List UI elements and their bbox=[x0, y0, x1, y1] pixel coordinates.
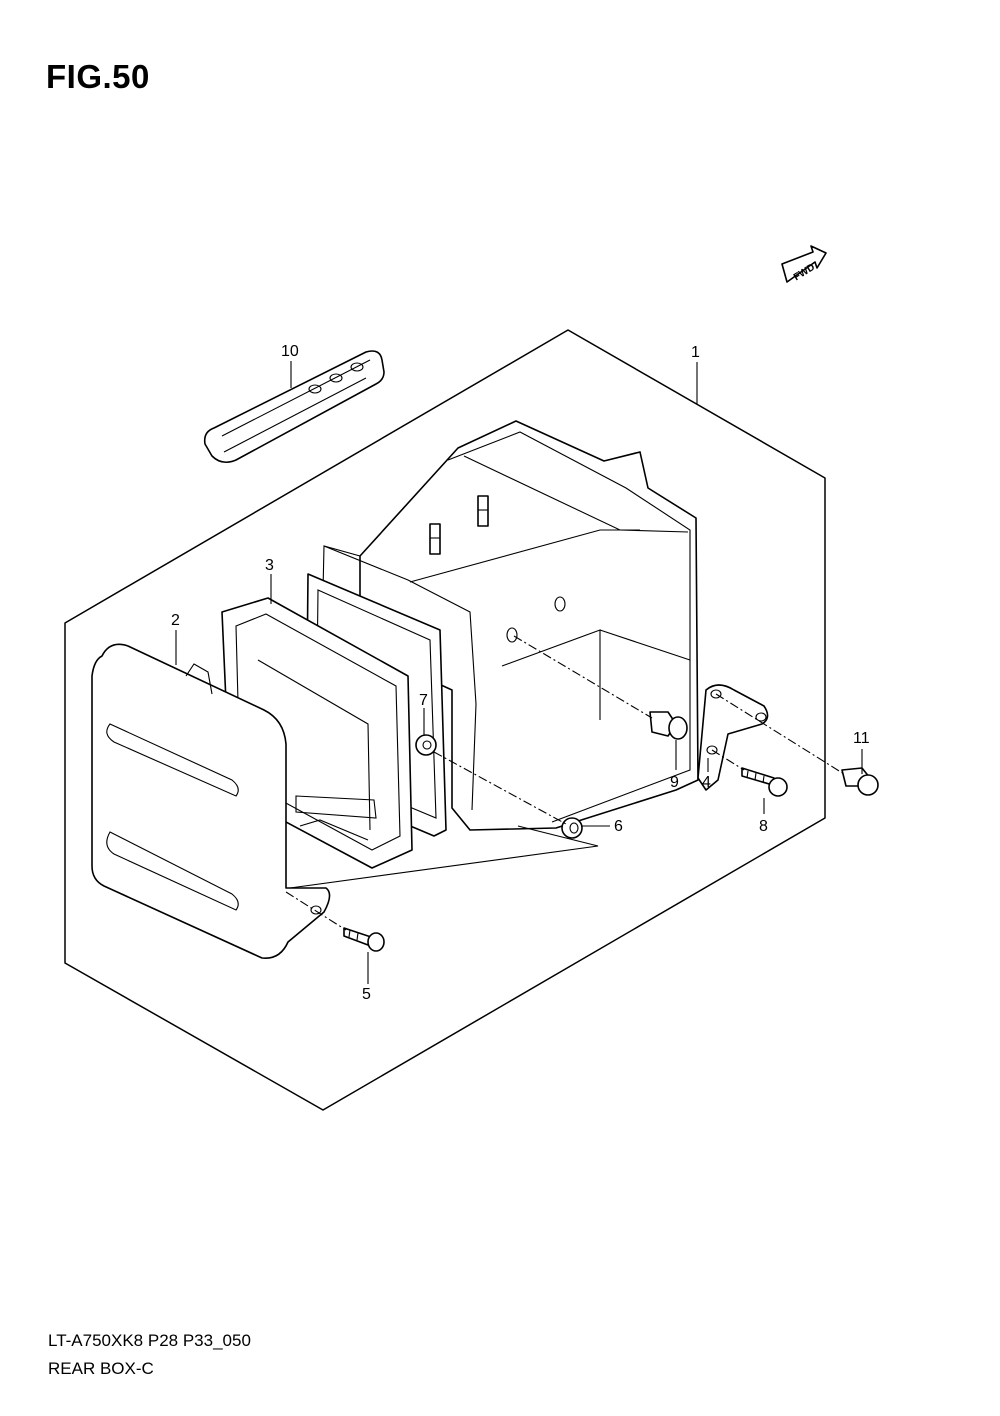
assembly-line-bolt bbox=[715, 693, 845, 775]
screw-part-8 bbox=[741, 767, 788, 797]
assembly-line-screw-5 bbox=[285, 891, 347, 931]
fwd-arrow-icon: FWD bbox=[781, 245, 827, 283]
bolt-part bbox=[841, 767, 879, 796]
nut-part bbox=[415, 734, 437, 756]
assembly-boundary bbox=[64, 329, 826, 1111]
callout-4: 4 bbox=[702, 774, 711, 791]
assembly-line-screw-8 bbox=[711, 749, 745, 771]
callout-8: 8 bbox=[759, 818, 768, 835]
strap-part bbox=[203, 350, 385, 464]
callout-3: 3 bbox=[265, 557, 274, 574]
figure-title: FIG.50 bbox=[46, 58, 150, 95]
callout-6: 6 bbox=[614, 818, 623, 835]
callout-2: 2 bbox=[171, 612, 180, 629]
bushing-part bbox=[649, 711, 688, 740]
bracket-part bbox=[697, 684, 769, 791]
callout-11: 11 bbox=[853, 730, 870, 747]
lid-part bbox=[91, 643, 331, 959]
grommet-part bbox=[561, 817, 583, 839]
leader-grommet-spread bbox=[289, 825, 599, 889]
callout-10: 10 bbox=[281, 343, 299, 360]
assembly-name: REAR BOX-C bbox=[48, 1359, 154, 1378]
callout-1: 1 bbox=[691, 344, 700, 361]
assembly-line-nut bbox=[433, 751, 567, 825]
callout-7: 7 bbox=[419, 692, 428, 709]
assembly-line-bushing bbox=[513, 635, 653, 719]
callout-5: 5 bbox=[362, 986, 371, 1003]
model-code: LT-A750XK8 P28 P33_050 bbox=[48, 1331, 251, 1350]
callout-9: 9 bbox=[670, 774, 679, 791]
screw-part-5 bbox=[343, 927, 385, 952]
